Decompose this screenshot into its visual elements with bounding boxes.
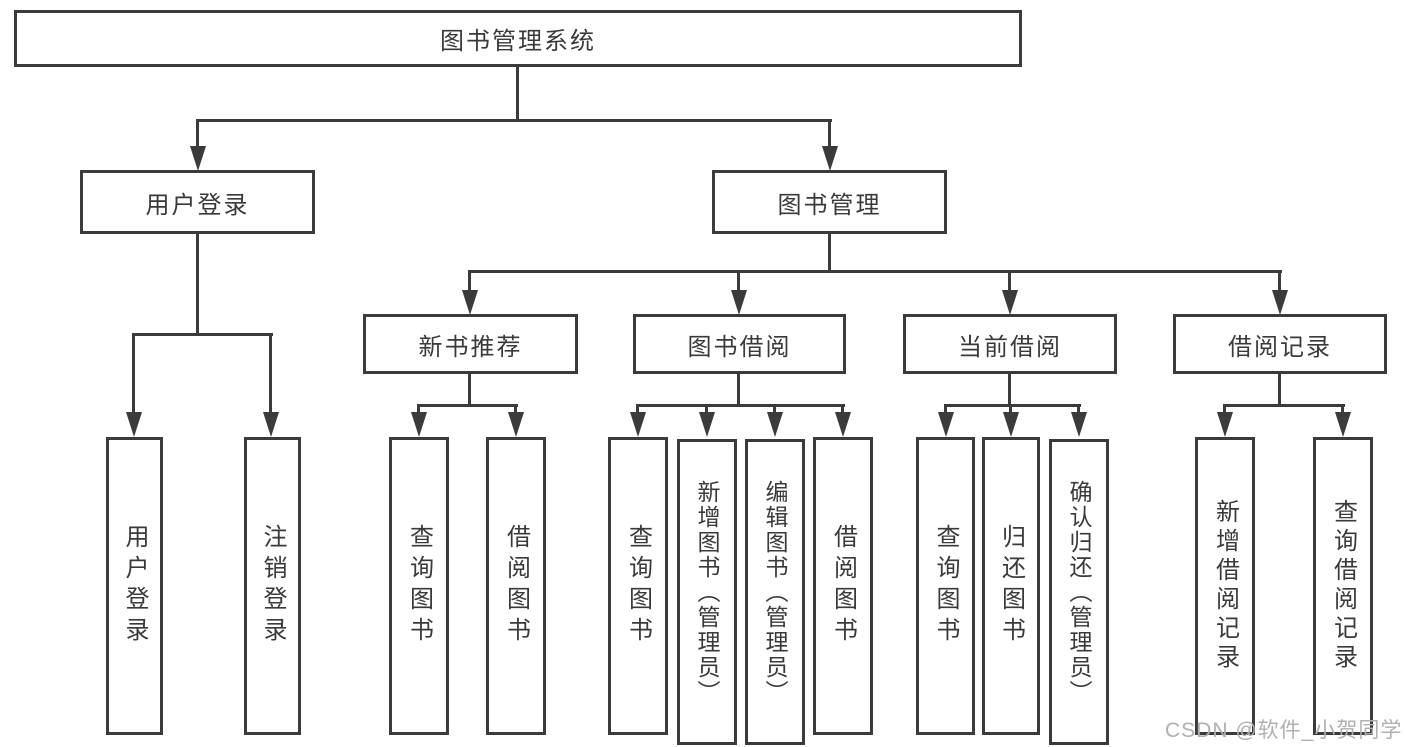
arrow-to-book-management — [822, 146, 838, 171]
connector-to-new-book-rec — [468, 270, 471, 293]
arrow-to-br-add — [1217, 412, 1233, 437]
connector-nbr-branch — [417, 404, 518, 407]
node-label: 新书推荐 — [418, 333, 523, 361]
leaf-bb-query-books: 查询图书 — [608, 437, 668, 735]
arrow-to-current-borrow — [1002, 290, 1018, 315]
connector-bb-branch — [636, 404, 845, 407]
connector-cb-branch — [944, 404, 1081, 407]
csdn-watermark: CSDN @软件_小贺同学 — [1165, 719, 1403, 742]
node-borrowing-records: 借阅记录 — [1173, 314, 1387, 374]
leaf-user-login: 用户登录 — [106, 437, 163, 735]
connector-to-nbr-query — [417, 404, 420, 416]
node-label: 图书管理系统 — [440, 28, 596, 55]
node-new-book-recommend: 新书推荐 — [363, 314, 578, 374]
arrow-to-leaf-login — [126, 412, 142, 437]
connector-book-mgmt-stem — [828, 232, 831, 273]
connector-bb-stem — [737, 372, 740, 407]
connector-to-current-borrow — [1008, 270, 1011, 293]
arrow-to-nbr-borrow — [508, 412, 524, 437]
arrow-to-bb-query — [630, 412, 646, 437]
connector-to-book-borrow — [737, 270, 740, 293]
node-label: 图书借阅 — [687, 333, 792, 361]
leaf-label: 借阅图书 — [829, 524, 857, 648]
node-book-management: 图书管理 — [712, 170, 947, 234]
arrow-to-leaf-logout — [263, 412, 279, 437]
connector-to-cb-return — [1009, 404, 1012, 416]
arrow-to-br-query — [1335, 412, 1351, 437]
connector-to-cb-query — [944, 404, 947, 416]
arrow-to-cb-return — [1003, 412, 1019, 437]
node-current-borrowing: 当前借阅 — [903, 314, 1117, 374]
connector-to-br-query — [1341, 404, 1344, 416]
leaf-nbr-query-books: 查询图书 — [389, 437, 449, 735]
connector-to-user-login — [196, 119, 199, 152]
leaf-nbr-borrow-books: 借阅图书 — [486, 437, 546, 735]
leaf-cb-confirm-return-admin: 确认归还（管理员） — [1049, 439, 1109, 745]
connector-to-bb-add — [705, 404, 708, 416]
leaf-br-query-record: 查询借阅记录 — [1313, 437, 1373, 735]
arrow-to-book-borrow — [731, 290, 747, 315]
connector-to-leaf-login — [132, 333, 135, 416]
leaf-label: 查询借阅记录 — [1329, 499, 1357, 673]
leaf-br-add-record: 新增借阅记录 — [1195, 437, 1255, 735]
arrow-to-cb-confirm — [1071, 412, 1087, 437]
connector-cb-stem — [1008, 372, 1011, 407]
node-label: 用户登录 — [145, 191, 250, 219]
leaf-logout: 注销登录 — [244, 437, 301, 735]
connector-to-bb-borrow — [841, 404, 844, 416]
node-library-management-system: 图书管理系统 — [14, 10, 1022, 67]
node-label: 当前借阅 — [958, 333, 1062, 361]
connector-to-bb-query — [636, 404, 639, 416]
leaf-label: 查询图书 — [932, 524, 959, 648]
connector-user-login-stem — [196, 232, 199, 336]
node-book-borrowing: 图书借阅 — [633, 314, 846, 374]
leaf-label: 归还图书 — [997, 524, 1025, 648]
node-label: 借阅记录 — [1228, 333, 1332, 361]
leaf-bb-borrow-books: 借阅图书 — [813, 437, 873, 735]
node-user-login: 用户登录 — [80, 170, 315, 234]
leaf-label: 新增借阅记录 — [1211, 499, 1239, 673]
connector-to-book-management — [828, 119, 831, 152]
connector-to-cb-confirm — [1077, 404, 1080, 416]
leaf-bb-edit-books-admin: 编辑图书（管理员） — [745, 439, 805, 745]
leaf-label: 借阅图书 — [502, 524, 530, 648]
leaf-cb-query-books: 查询图书 — [916, 437, 975, 735]
leaf-label: 新增图书（管理员） — [694, 479, 720, 705]
arrow-to-user-login — [190, 146, 206, 171]
arrow-to-bb-add — [699, 412, 715, 437]
node-label: 图书管理 — [777, 191, 882, 219]
connector-user-login-branch — [132, 333, 273, 336]
leaf-label: 查询图书 — [624, 524, 652, 648]
leaf-label: 查询图书 — [405, 524, 433, 648]
connector-br-branch — [1223, 404, 1345, 407]
connector-to-br-add — [1223, 404, 1226, 416]
leaf-label: 用户登录 — [121, 524, 148, 648]
connector-to-bb-edit — [773, 404, 776, 416]
connector-to-nbr-borrow — [514, 404, 517, 416]
connector-br-stem — [1278, 372, 1281, 407]
arrow-to-nbr-query — [411, 412, 427, 437]
leaf-label: 注销登录 — [259, 524, 286, 648]
arrow-to-bb-edit — [767, 412, 783, 437]
connector-root-stem — [516, 65, 519, 122]
leaf-bb-add-books-admin: 新增图书（管理员） — [677, 439, 737, 745]
connector-root-branch — [196, 119, 832, 122]
arrow-to-bb-borrow — [835, 412, 851, 437]
arrow-to-cb-query — [938, 412, 954, 437]
leaf-label: 确认归还（管理员） — [1066, 479, 1092, 705]
arrow-to-borrow-records — [1272, 290, 1288, 315]
connector-to-leaf-logout — [269, 333, 272, 416]
connector-to-borrow-records — [1278, 270, 1281, 293]
connector-book-mgmt-branch — [468, 270, 1282, 273]
arrow-to-new-book-rec — [462, 290, 478, 315]
leaf-cb-return-books: 归还图书 — [982, 437, 1040, 735]
connector-nbr-stem — [468, 372, 471, 407]
leaf-label: 编辑图书（管理员） — [762, 479, 788, 705]
